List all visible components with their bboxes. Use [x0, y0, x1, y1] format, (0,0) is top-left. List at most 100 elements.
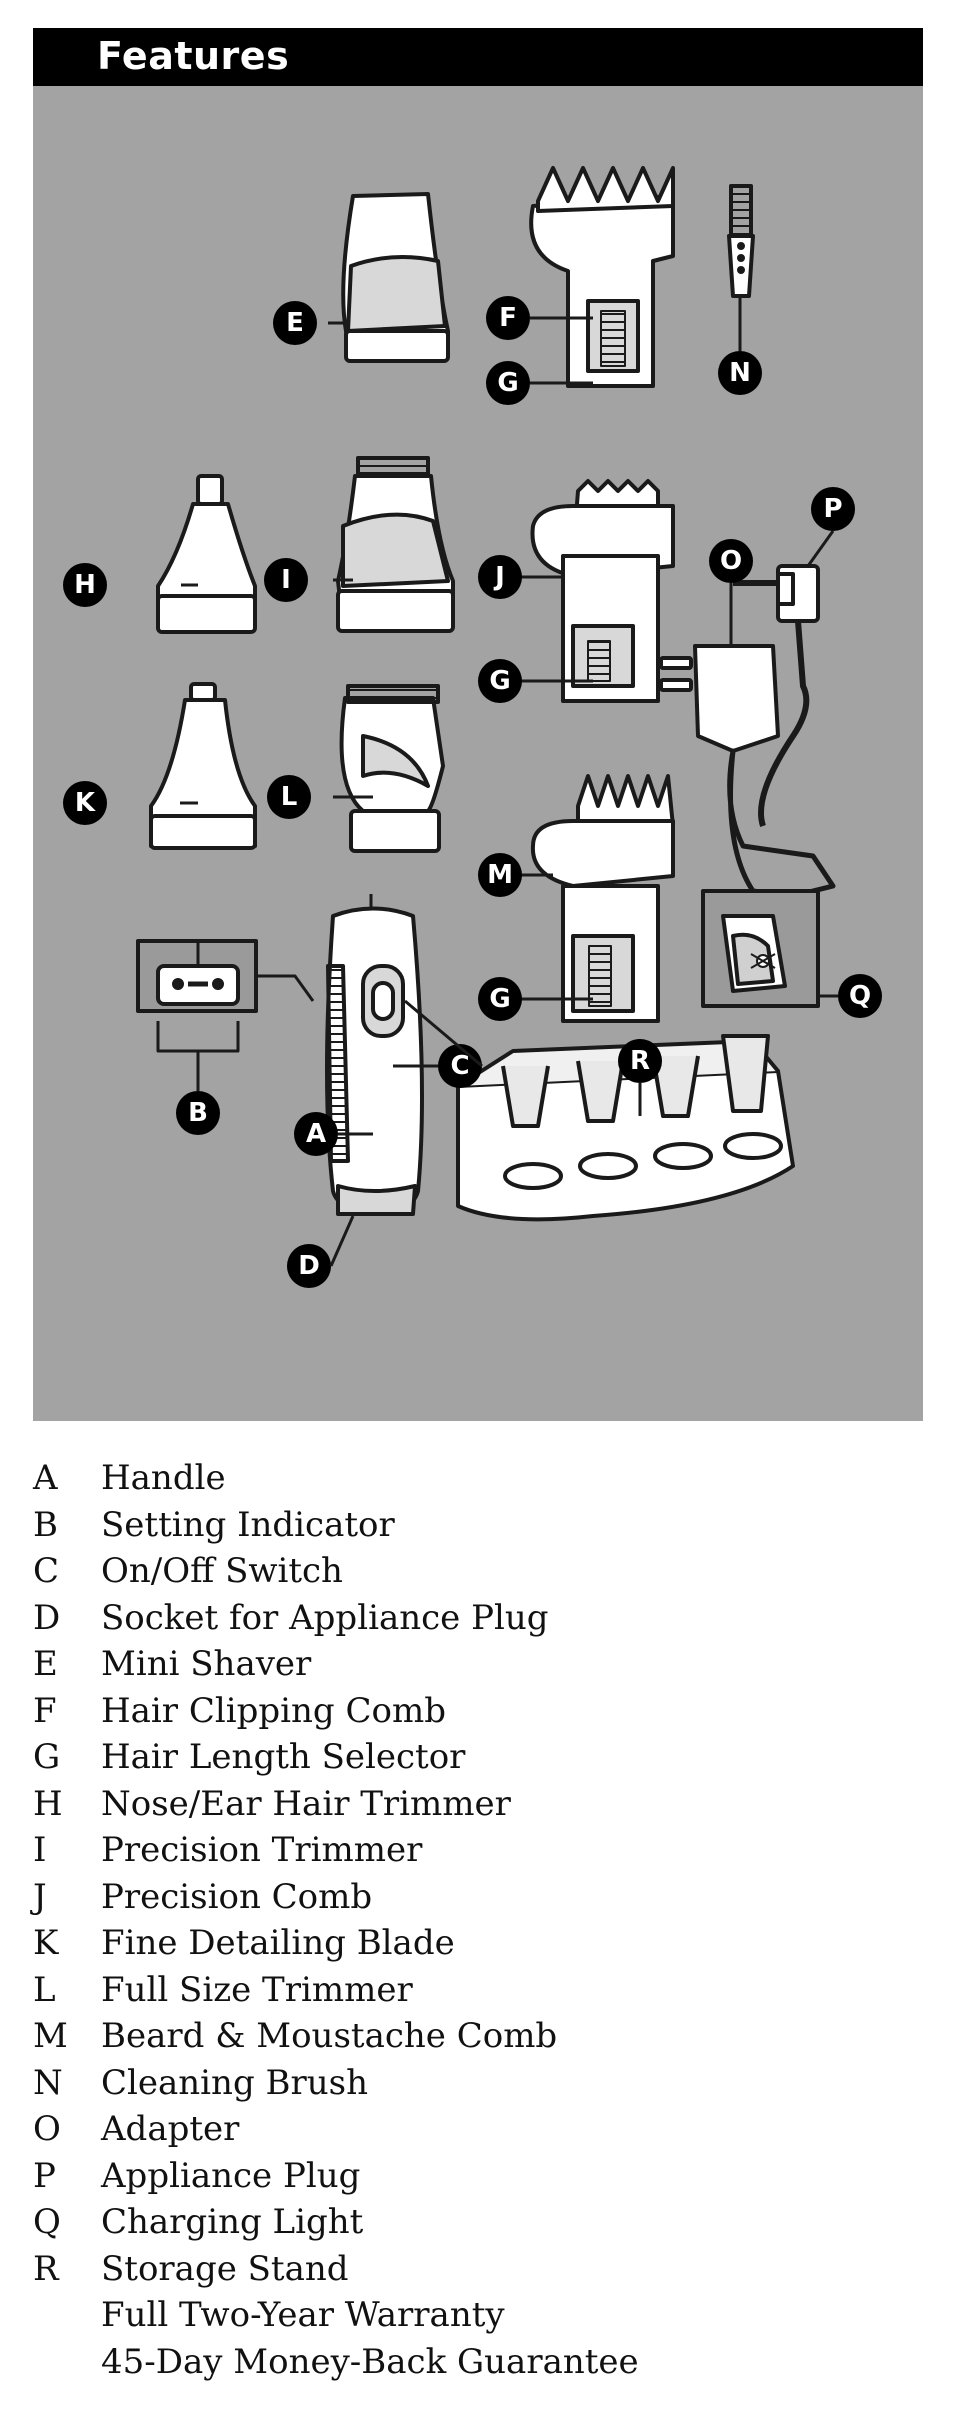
- callout-G: G: [486, 361, 530, 405]
- charging-light-inset: [701, 889, 820, 1008]
- warranty-text: Full Two-Year Warranty: [101, 2295, 505, 2335]
- callout-M: M: [478, 853, 522, 897]
- legend-text: Storage Stand: [101, 2248, 349, 2289]
- svg-text:E: E: [286, 308, 304, 338]
- legend-text: Hair Length Selector: [101, 1737, 466, 1777]
- setting-indicator-inset: [136, 939, 315, 1091]
- svg-text:O: O: [720, 546, 742, 576]
- legend-text: Adapter: [101, 2109, 240, 2149]
- callout-Q: Q: [838, 974, 882, 1018]
- legend-text: On/Off Switch: [101, 1551, 343, 1591]
- legend-letter: E: [33, 1644, 58, 1684]
- parts-diagram: E F G N H I J P O G K L M G Q B C R A D: [63, 166, 882, 1288]
- svg-text:K: K: [75, 788, 96, 818]
- callout-P: P: [811, 487, 855, 531]
- legend-letter: O: [33, 2109, 61, 2149]
- adapter-illustration: [659, 644, 836, 918]
- appliance-plug-illustration: [733, 564, 820, 827]
- svg-text:M: M: [487, 860, 513, 890]
- precision-comb-illustration: [530, 479, 675, 703]
- legend-letter: N: [33, 2062, 63, 2103]
- callout-markers: E F G N H I J P O G K L M G Q B C R A D: [63, 296, 882, 1288]
- legend-letter: L: [33, 1969, 56, 2010]
- callout-E: E: [273, 301, 317, 345]
- legend-text: Setting Indicator: [101, 1504, 395, 1545]
- legend-letter: H: [33, 1783, 63, 1824]
- svg-text:N: N: [729, 358, 751, 388]
- callout-N: N: [718, 351, 762, 395]
- svg-text:G: G: [497, 368, 518, 398]
- fine-detailing-blade-illustration: [149, 682, 257, 850]
- svg-text:P: P: [823, 494, 842, 524]
- legend-item: E Mini Shaver: [33, 1641, 923, 1688]
- legend-letter: Q: [33, 2202, 61, 2242]
- callout-F: F: [486, 296, 530, 340]
- features-header: Features: [33, 28, 923, 86]
- legend-item: Q Charging Light: [33, 2199, 923, 2246]
- svg-text:A: A: [306, 1119, 326, 1149]
- legend-letter: D: [33, 1597, 61, 1638]
- legend-text: Full Size Trimmer: [101, 1969, 413, 2010]
- legend-item: D Socket for Appliance Plug: [33, 1595, 923, 1642]
- legend-text: Socket for Appliance Plug: [101, 1597, 549, 1638]
- legend-letter: G: [33, 1737, 61, 1777]
- svg-text:G: G: [489, 666, 510, 696]
- svg-text:G: G: [489, 984, 510, 1014]
- callout-H: H: [63, 563, 107, 607]
- section-title: Features: [97, 34, 290, 78]
- handle-illustration: [325, 894, 424, 1216]
- legend-text: Cleaning Brush: [101, 2062, 369, 2103]
- storage-stand-illustration: [456, 1034, 795, 1222]
- svg-text:D: D: [298, 1251, 320, 1281]
- full-size-trimmer-illustration: [339, 684, 445, 853]
- callout-G2: G: [478, 659, 522, 703]
- callout-C: C: [438, 1044, 482, 1088]
- legend-letter: F: [33, 1690, 57, 1731]
- legend-letter: A: [33, 1458, 58, 1498]
- legend-letter: J: [33, 1876, 47, 1917]
- product-illustration: E F G N H I J P O G K L M G Q B C R A D: [33, 86, 923, 1421]
- legend-item: O Adapter: [33, 2106, 923, 2153]
- callout-J: J: [478, 555, 522, 599]
- legend-item: N Cleaning Brush: [33, 2060, 923, 2107]
- legend-item: F Hair Clipping Comb: [33, 1688, 923, 1735]
- guarantee-text: 45-Day Money-Back Guarantee: [101, 2341, 639, 2382]
- legend-letter: C: [33, 1551, 60, 1591]
- svg-text:Q: Q: [849, 981, 871, 1011]
- cleaning-brush-illustration: [727, 184, 755, 298]
- legend-letter: R: [33, 2248, 59, 2289]
- callout-O: O: [709, 539, 753, 583]
- legend-text: Charging Light: [101, 2202, 364, 2242]
- legend-text: Mini Shaver: [101, 1644, 312, 1684]
- precision-trimmer-illustration: [336, 456, 455, 633]
- callout-B: B: [176, 1091, 220, 1135]
- svg-text:B: B: [188, 1098, 208, 1128]
- svg-text:R: R: [630, 1046, 650, 1076]
- legend-item: L Full Size Trimmer: [33, 1967, 923, 2014]
- legend-item: B Setting Indicator: [33, 1502, 923, 1549]
- legend-text: Precision Comb: [101, 1876, 373, 1917]
- svg-text:J: J: [493, 562, 505, 592]
- leader-lines: [180, 296, 838, 1136]
- legend-text: Hair Clipping Comb: [101, 1690, 446, 1731]
- hair-clipping-comb-illustration: [529, 166, 675, 388]
- legend-letter: M: [33, 2016, 68, 2056]
- legend-letter: I: [33, 1830, 47, 1870]
- callout-A: A: [294, 1112, 338, 1156]
- legend-letter: B: [33, 1504, 58, 1545]
- callout-I: I: [264, 558, 308, 602]
- svg-text:L: L: [281, 782, 298, 812]
- nose-ear-trimmer-illustration: [156, 474, 257, 634]
- legend-text: Beard & Moustache Comb: [101, 2016, 558, 2056]
- callout-R: R: [618, 1039, 662, 1083]
- svg-text:C: C: [450, 1051, 469, 1081]
- svg-text:I: I: [281, 565, 291, 595]
- legend-item: R Storage Stand: [33, 2246, 923, 2293]
- legend-letter: K: [33, 1923, 59, 1963]
